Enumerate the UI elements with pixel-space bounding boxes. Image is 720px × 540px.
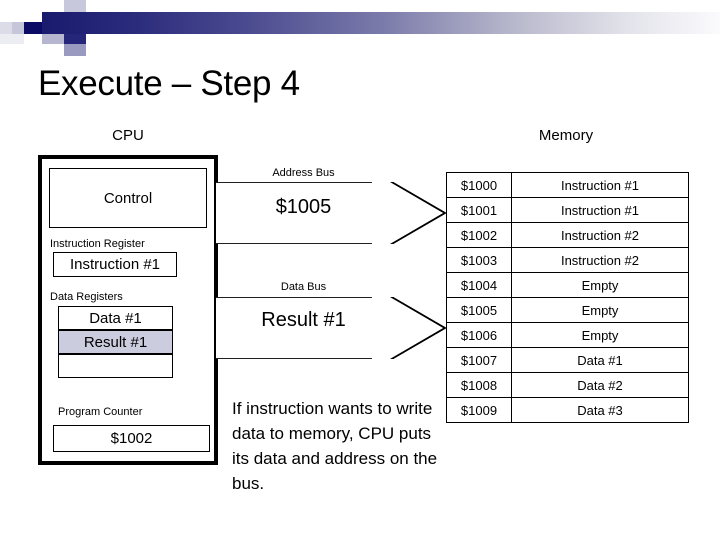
deco-square-2	[12, 22, 24, 34]
table-row: $1006 Empty	[446, 322, 689, 348]
memory-contents: Data #2	[511, 372, 689, 398]
data-register-row-2	[58, 354, 173, 378]
memory-contents: Instruction #1	[511, 197, 689, 223]
memory-address: $1009	[446, 397, 512, 423]
header-gradient-band	[42, 12, 720, 34]
memory-address: $1005	[446, 297, 512, 323]
memory-contents: Data #3	[511, 397, 689, 423]
memory-caption: Memory	[538, 127, 594, 144]
memory-table: $1000 Instruction #1 $1001 Instruction #…	[446, 172, 689, 423]
memory-contents: Instruction #2	[511, 222, 689, 248]
memory-contents: Empty	[511, 322, 689, 348]
table-row: $1000 Instruction #1	[446, 172, 689, 198]
instruction-register-value: Instruction #1	[53, 252, 177, 277]
address-bus-value: $1005	[275, 196, 332, 218]
program-counter-value: $1002	[53, 425, 210, 452]
table-row: $1009 Data #3	[446, 397, 689, 423]
memory-address: $1000	[446, 172, 512, 198]
deco-square-12	[64, 44, 86, 56]
deco-square-8	[86, 0, 108, 12]
deco-square-10	[64, 34, 86, 44]
memory-address: $1004	[446, 272, 512, 298]
deco-square-3	[24, 22, 42, 34]
table-row: $1003 Instruction #2	[446, 247, 689, 273]
deco-square-7	[64, 0, 86, 12]
deco-square-9	[42, 34, 64, 44]
deco-square-4	[0, 34, 24, 44]
slide-title: Execute – Step 4	[38, 64, 300, 103]
memory-contents: Instruction #2	[511, 247, 689, 273]
table-row: $1008 Data #2	[446, 372, 689, 398]
deco-square-6	[42, 0, 64, 12]
table-row: $1001 Instruction #1	[446, 197, 689, 223]
data-bus-label: Data Bus	[280, 281, 327, 293]
deco-square-11	[42, 44, 64, 56]
explanation-text: If instruction wants to write data to me…	[232, 399, 438, 493]
data-bus-arrow	[216, 297, 446, 359]
data-registers-label: Data Registers	[50, 291, 123, 303]
memory-contents: Instruction #1	[511, 172, 689, 198]
memory-address: $1001	[446, 197, 512, 223]
memory-contents: Data #1	[511, 347, 689, 373]
memory-table-body: $1000 Instruction #1 $1001 Instruction #…	[446, 172, 689, 423]
program-counter-label: Program Counter	[58, 406, 143, 418]
memory-address: $1007	[446, 347, 512, 373]
memory-address: $1006	[446, 322, 512, 348]
table-row: $1007 Data #1	[446, 347, 689, 373]
instruction-register-label: Instruction Register	[50, 238, 145, 250]
deco-square-1	[0, 22, 12, 34]
memory-address: $1003	[446, 247, 512, 273]
address-bus-arrow	[216, 182, 446, 244]
memory-contents: Empty	[511, 272, 689, 298]
data-register-row-0: Data #1	[58, 306, 173, 330]
address-bus-label: Address Bus	[272, 167, 335, 179]
data-register-row-1: Result #1	[58, 330, 173, 354]
memory-address: $1008	[446, 372, 512, 398]
memory-contents: Empty	[511, 297, 689, 323]
cpu-caption: CPU	[112, 127, 144, 144]
data-bus-value: Result #1	[261, 309, 346, 331]
table-row: $1005 Empty	[446, 297, 689, 323]
control-unit: Control	[49, 168, 207, 228]
memory-address: $1002	[446, 222, 512, 248]
table-row: $1002 Instruction #2	[446, 222, 689, 248]
deco-square-5	[24, 34, 42, 44]
table-row: $1004 Empty	[446, 272, 689, 298]
deco-square-13	[86, 44, 108, 56]
